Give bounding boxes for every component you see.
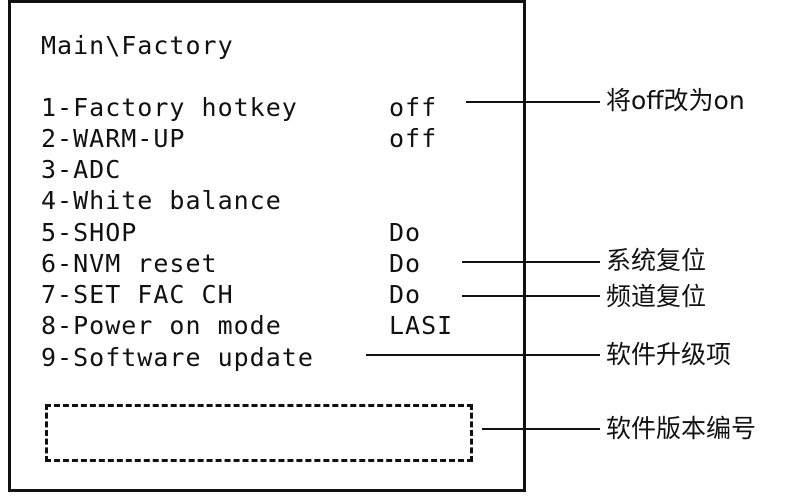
menu-value-set-fac-ch: Do [389,280,422,309]
menu-value-power-on-mode: LASI [389,311,454,340]
leader-line-nvm-reset [462,261,600,263]
menu-item-warm-up[interactable]: 2-WARM-UP [41,124,186,153]
menu-item-adc[interactable]: 3-ADC [41,155,122,184]
menu-item-set-fac-ch[interactable]: 7-SET FAC CH [41,280,234,309]
menu-item-white-balance[interactable]: 4-White balance [41,186,282,215]
menu-item-power-on-mode[interactable]: 8-Power on mode [41,311,282,340]
software-version-box [45,404,473,462]
annotation-software-upgrade: 软件升级项 [606,340,732,369]
menu-value-factory-hotkey: off [389,93,438,122]
factory-menu-screen: Main\Factory 1-Factory hotkey off 2-WARM… [8,0,526,492]
annotation-set-off-to-on: 将off改为on [606,86,745,115]
menu-value-nvm-reset: Do [389,249,422,278]
menu-item-factory-hotkey[interactable]: 1-Factory hotkey [41,93,298,122]
menu-item-shop[interactable]: 5-SHOP [41,218,138,247]
annotation-channel-reset: 频道复位 [606,282,707,311]
leader-line-factory-hotkey [466,101,600,103]
menu-value-warm-up: off [389,124,438,153]
menu-value-shop: Do [389,218,422,247]
annotation-software-version: 软件版本编号 [606,414,757,443]
annotation-system-reset: 系统复位 [606,246,707,275]
menu-item-software-update[interactable]: 9-Software update [41,343,314,372]
leader-line-set-fac-ch [462,295,600,297]
menu-item-nvm-reset[interactable]: 6-NVM reset [41,249,218,278]
leader-line-version-box [482,428,600,430]
menu-title: Main\Factory [41,31,234,60]
leader-line-software-update [366,354,600,356]
